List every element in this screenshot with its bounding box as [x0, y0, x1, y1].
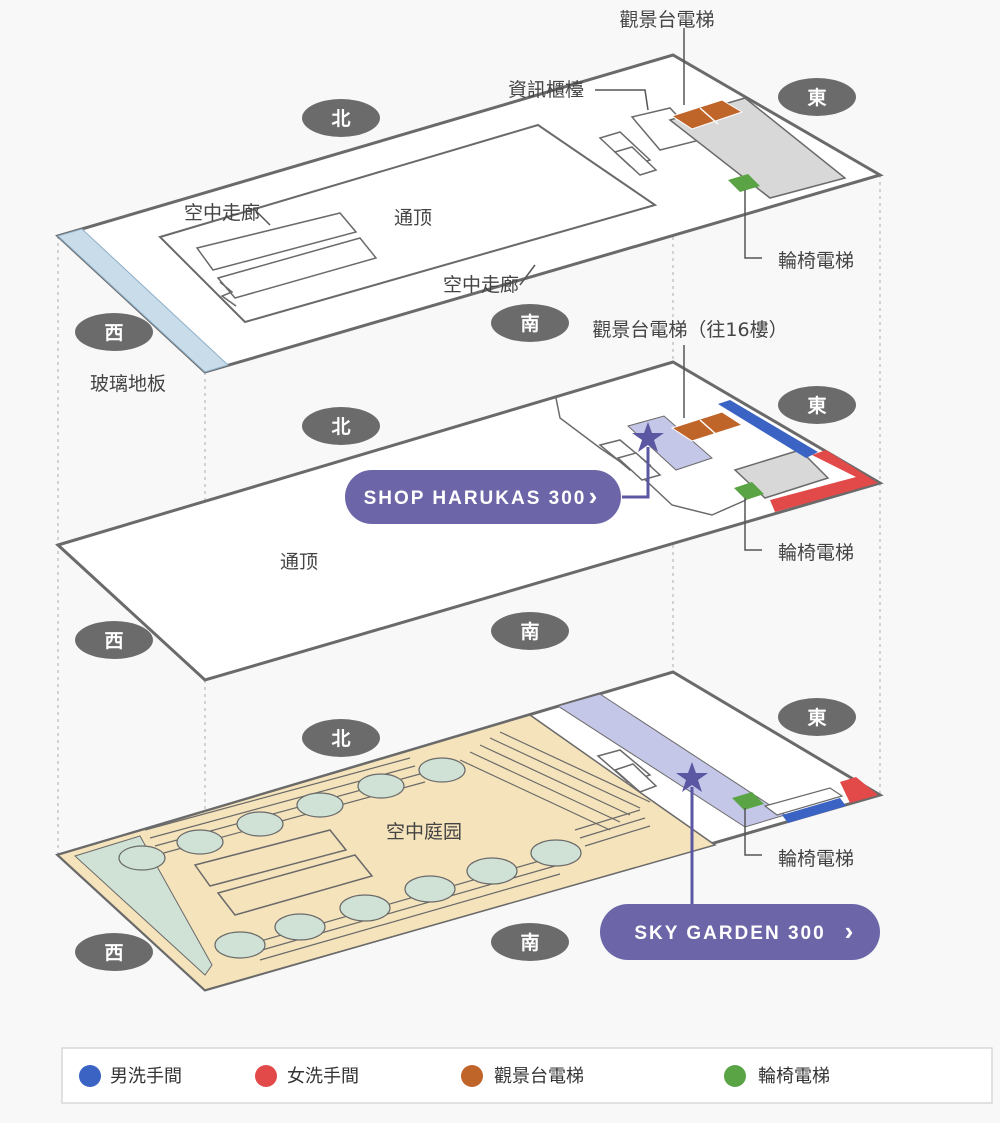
sky-garden-area: [56, 714, 717, 991]
svg-text:北: 北: [331, 108, 350, 130]
svg-text:南: 南: [520, 313, 539, 335]
direction-badge-west: 西: [75, 313, 153, 351]
wheelchair-elevator-label: 輪椅電梯: [778, 848, 854, 870]
direction-badge-east: 東: [778, 698, 856, 736]
wheelchair-elevator-marker: [728, 174, 760, 192]
wheelchair-elevator-label: 輪椅電梯: [778, 250, 854, 272]
atrium-label: 通顶: [394, 207, 432, 229]
svg-text:北: 北: [331, 728, 350, 750]
direction-badge-north: 北: [302, 719, 380, 757]
mens-restroom-swatch: [79, 1065, 101, 1087]
legend-item-observatory-elevator: 觀景台電梯: [461, 1065, 584, 1087]
glass-floor-label: 玻璃地板: [90, 373, 166, 395]
svg-text:南: 南: [520, 621, 539, 643]
legend: 男洗手間 女洗手間 觀景台電梯 輪椅電梯: [61, 1047, 993, 1104]
direction-badge-north: 北: [302, 407, 380, 445]
wheelchair-elevator-label: 輪椅電梯: [778, 542, 854, 564]
direction-badge-east: 東: [778, 386, 856, 424]
direction-badge-north: 北: [302, 99, 380, 137]
mens-restroom-marker: [782, 798, 846, 823]
floor-middle: 觀景台電梯（往16樓） 通顶 輪椅電梯 SHOP HARUKAS 300 › 北…: [55, 319, 884, 682]
svg-text:南: 南: [520, 932, 539, 954]
sky-garden-button-label: SKY GARDEN 300: [634, 923, 825, 944]
svg-text:東: 東: [807, 86, 826, 109]
wheelchair-elevator-swatch: [724, 1065, 746, 1087]
womens-restroom-marker: [770, 450, 878, 512]
svg-text:西: 西: [104, 322, 123, 344]
observatory-elevator-label: 觀景台電梯: [619, 9, 714, 31]
glass-floor-strip: [57, 228, 229, 373]
wheelchair-elevator-marker: [732, 792, 764, 810]
direction-badge-west: 西: [75, 621, 153, 659]
shop-harukas-button[interactable]: SHOP HARUKAS 300 ›: [345, 470, 621, 524]
legend-item-womens-restroom: 女洗手間: [255, 1065, 359, 1087]
chevron-right-icon: ›: [845, 916, 856, 946]
atrium-label: 通顶: [280, 551, 318, 573]
legend-item-wheelchair-elevator: 輪椅電梯: [724, 1065, 830, 1087]
direction-badge-south: 南: [491, 304, 569, 342]
current-location-star: [676, 762, 708, 792]
womens-restroom-swatch: [255, 1065, 277, 1087]
direction-badge-south: 南: [491, 923, 569, 961]
womens-restroom-marker: [840, 777, 878, 803]
floor-bottom: 空中庭园 輪椅電梯 SKY GARDEN 300 › 北 東 南 西: [55, 670, 884, 992]
svg-text:東: 東: [807, 706, 826, 729]
shop-harukas-button-label: SHOP HARUKAS 300: [364, 488, 587, 509]
svg-text:觀景台電梯: 觀景台電梯: [494, 1066, 584, 1087]
info-counter-label: 資訊櫃檯: [508, 79, 584, 101]
observatory-elevator-label: 觀景台電梯（往16樓）: [592, 319, 787, 341]
sky-garden-label: 空中庭园: [386, 821, 462, 843]
legend-item-mens-restroom: 男洗手間: [79, 1065, 182, 1087]
direction-badge-west: 西: [75, 933, 153, 971]
direction-badge-east: 東: [778, 78, 856, 116]
svg-text:男洗手間: 男洗手間: [110, 1066, 182, 1087]
mens-restroom-marker: [718, 400, 818, 458]
svg-text:輪椅電梯: 輪椅電梯: [758, 1066, 830, 1087]
svg-text:西: 西: [104, 942, 123, 964]
wheelchair-elevator-marker: [734, 482, 764, 500]
sky-garden-button[interactable]: SKY GARDEN 300 ›: [600, 904, 880, 960]
svg-text:東: 東: [807, 394, 826, 417]
svg-text:西: 西: [104, 630, 123, 652]
svg-text:北: 北: [331, 416, 350, 438]
floor-top: 觀景台電梯 資訊櫃檯 空中走廊 通顶 空中走廊 輪椅電梯 玻璃地板 北 東 南 …: [55, 9, 884, 395]
skywalk-label: 空中走廊: [184, 202, 260, 224]
svg-text:女洗手間: 女洗手間: [287, 1066, 359, 1087]
observatory-elevator-swatch: [461, 1065, 483, 1087]
chevron-right-icon: ›: [589, 481, 600, 511]
current-location-star: [632, 422, 664, 452]
skywalk-label: 空中走廊: [443, 274, 519, 296]
direction-badge-south: 南: [491, 612, 569, 650]
